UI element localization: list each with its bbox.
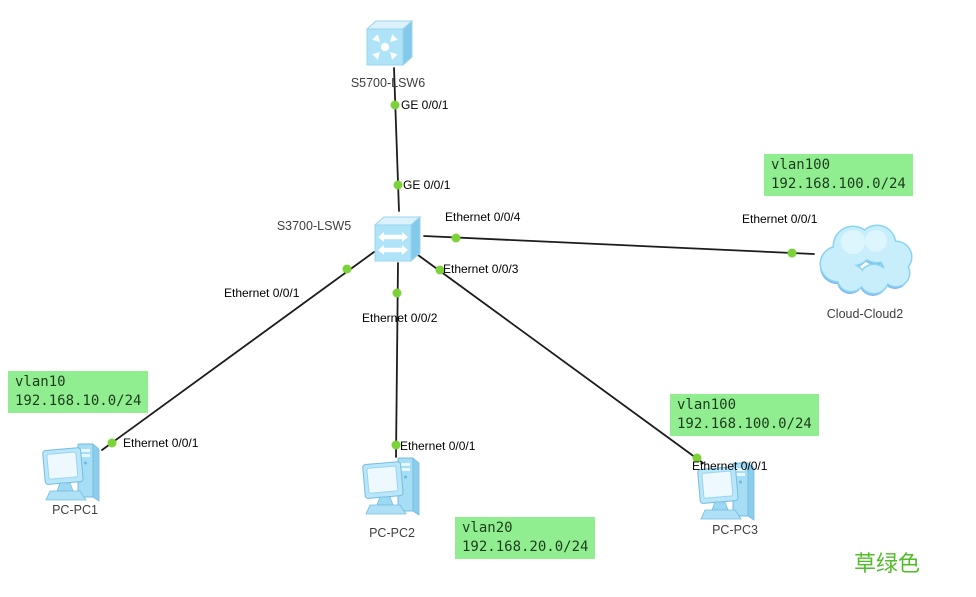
device-label-cloud-cloud2: Cloud-Cloud2 (826, 307, 904, 321)
link-s3700-cloud[interactable] (423, 235, 815, 255)
device-s3700-lsw5[interactable] (367, 210, 423, 266)
text-note-grass-green[interactable]: 草绿色 (854, 551, 921, 576)
port-status-dot (390, 100, 400, 110)
vlan-note-vlan100-pc3[interactable]: vlan100 192.168.100.0/24 (670, 394, 819, 436)
port-label-pc3-eth001: Ethernet 0/0/1 (692, 459, 768, 473)
vlan-note-vlan10[interactable]: vlan10 192.168.10.0/24 (8, 371, 149, 413)
pc-icon (362, 457, 420, 516)
port-label-s3700-eth003: Ethernet 0/0/3 (443, 262, 519, 276)
vlan-note-line1: vlan20 (462, 520, 513, 536)
port-status-dot (692, 453, 702, 463)
vlan-note-line1: vlan100 (677, 397, 737, 413)
vlan-note-vlan100-cloud[interactable]: vlan100 192.168.100.0/24 (764, 154, 913, 196)
device-pc-pc3[interactable] (695, 456, 763, 528)
port-status-dot (107, 438, 117, 448)
device-pc-pc1[interactable] (40, 437, 108, 509)
port-status-dot (787, 248, 797, 258)
device-cloud-cloud2[interactable] (806, 208, 921, 303)
vlan-note-line1: vlan10 (15, 374, 66, 390)
cloud-icon (819, 224, 913, 296)
link-s3700-pc1[interactable] (101, 251, 375, 451)
vlan-note-line2: 192.168.100.0/24 (677, 416, 812, 432)
vlan-note-line2: 192.168.10.0/24 (15, 393, 142, 409)
port-status-dot (392, 288, 402, 298)
link-s3700-pc3[interactable] (417, 254, 704, 464)
pc-icon (42, 443, 100, 502)
switch-icon (373, 215, 422, 263)
device-label-pc-pc1: PC-PC1 (52, 503, 98, 517)
port-status-dot (451, 233, 461, 243)
port-status-dot (393, 180, 403, 190)
switch-aggregation-icon (365, 19, 414, 67)
device-label-pc-pc2: PC-PC2 (369, 526, 415, 540)
port-status-dot (435, 265, 445, 275)
port-label-s5700-ge001: GE 0/0/1 (401, 98, 449, 112)
port-label-s3700-eth004: Ethernet 0/0/4 (445, 210, 521, 224)
pc-icon (697, 462, 755, 521)
port-label-s3700-eth002: Ethernet 0/0/2 (362, 311, 438, 325)
port-label-cloud-eth001: Ethernet 0/0/1 (742, 212, 818, 226)
port-status-dot (391, 440, 401, 450)
port-status-dot (342, 264, 352, 274)
port-label-pc1-eth001: Ethernet 0/0/1 (123, 436, 199, 450)
vlan-note-line2: 192.168.20.0/24 (462, 539, 589, 555)
device-label-pc-pc3: PC-PC3 (712, 523, 758, 537)
device-label-s5700-lsw6: S5700-LSW6 (350, 76, 426, 90)
port-label-s3700-ge001: GE 0/0/1 (403, 178, 451, 192)
device-label-s3700-lsw5: S3700-LSW5 (276, 219, 352, 233)
port-label-pc2-eth001: Ethernet 0/0/1 (400, 439, 476, 453)
device-s5700-lsw6[interactable] (359, 14, 415, 70)
device-pc-pc2[interactable] (360, 451, 428, 523)
port-label-s3700-eth001: Ethernet 0/0/1 (224, 286, 300, 300)
vlan-note-line2: 192.168.100.0/24 (771, 176, 906, 192)
vlan-note-vlan20[interactable]: vlan20 192.168.20.0/24 (455, 517, 596, 559)
vlan-note-line1: vlan100 (771, 157, 831, 173)
